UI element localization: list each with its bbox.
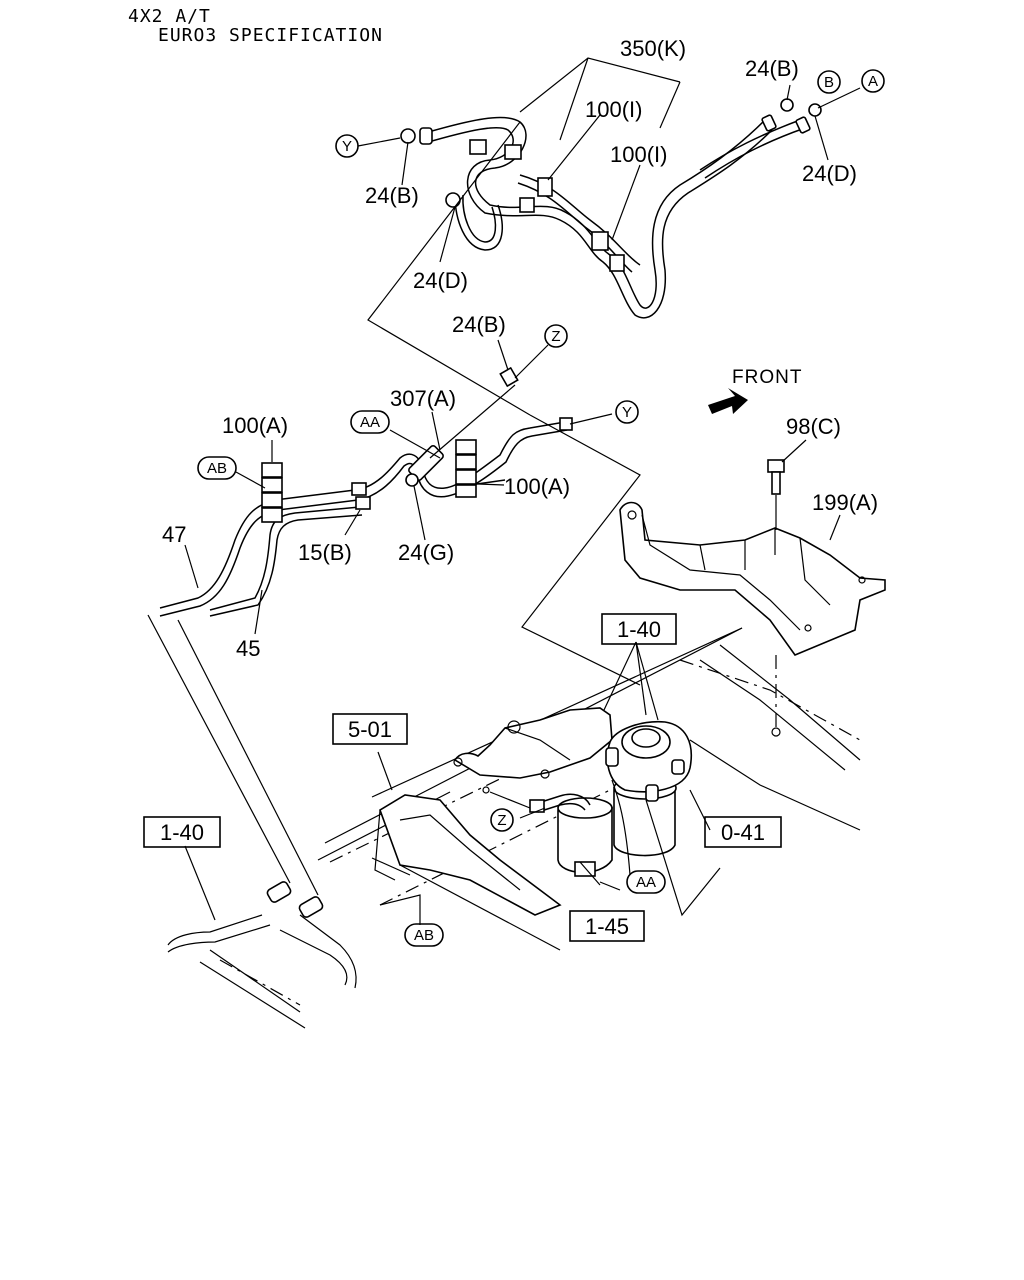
callout-45: 45	[236, 636, 260, 661]
ref-box-0-41: 0-41	[721, 820, 765, 845]
ref-box-5-01: 5-01	[348, 717, 392, 742]
middle-pipe-assembly	[147, 339, 641, 896]
callout-24b-top: 24(B)	[745, 56, 799, 81]
callout-307a: 307(A)	[390, 386, 456, 411]
callout-199a: 199(A)	[812, 490, 878, 515]
callout-100i-lower: 100(I)	[610, 142, 667, 167]
ref-box-1-40-left: 1-40	[160, 820, 204, 845]
tag-aa-low: AA	[636, 874, 656, 891]
tag-b-top: B	[824, 74, 834, 91]
drive-spec-label: 4X2 A/T	[128, 6, 211, 27]
callout-100a-right: 100(A)	[504, 474, 570, 499]
front-direction-indicator	[708, 388, 748, 414]
callout-15b: 15(B)	[298, 540, 352, 565]
callout-labels: 350(K) 100(I) 100(I) 24(B) 24(D) 24(B) 2…	[162, 36, 878, 661]
tag-z-mid: Z	[551, 328, 560, 345]
emission-spec-label: EURO3 SPECIFICATION	[158, 25, 383, 46]
ref-box-1-45: 1-45	[585, 914, 629, 939]
callout-100i-upper: 100(I)	[585, 97, 642, 122]
callout-24b-mid: 24(B)	[452, 312, 506, 337]
callout-24d-right: 24(D)	[802, 161, 857, 186]
tag-z-low: Z	[497, 812, 506, 829]
callout-98c: 98(C)	[786, 414, 841, 439]
front-label: FRONT	[732, 367, 802, 388]
tag-a-top: A	[868, 73, 878, 90]
tag-ab-low: AB	[414, 927, 434, 944]
callout-24d-left: 24(D)	[413, 268, 468, 293]
callout-350k: 350(K)	[620, 36, 686, 61]
tag-y-mid: Y	[622, 404, 632, 421]
tag-aa-mid: AA	[360, 414, 380, 431]
connection-tags: Y B A Z Y AA AB Z AA AB	[197, 69, 885, 947]
callout-47: 47	[162, 522, 186, 547]
tag-y-top: Y	[342, 138, 352, 155]
callout-24b-left: 24(B)	[365, 183, 419, 208]
front-arrow-icon	[708, 388, 748, 414]
bracket-assembly	[619, 439, 886, 737]
frame-and-filter	[167, 627, 861, 1029]
upper-pipe-assembly	[357, 57, 861, 416]
callout-100a-left: 100(A)	[222, 413, 288, 438]
reference-boxes: 1-40 5-01 1-40 0-41 1-45	[143, 613, 782, 942]
callout-24g: 24(G)	[398, 540, 454, 565]
ref-box-1-40-top: 1-40	[617, 617, 661, 642]
tag-ab-mid: AB	[207, 460, 227, 477]
